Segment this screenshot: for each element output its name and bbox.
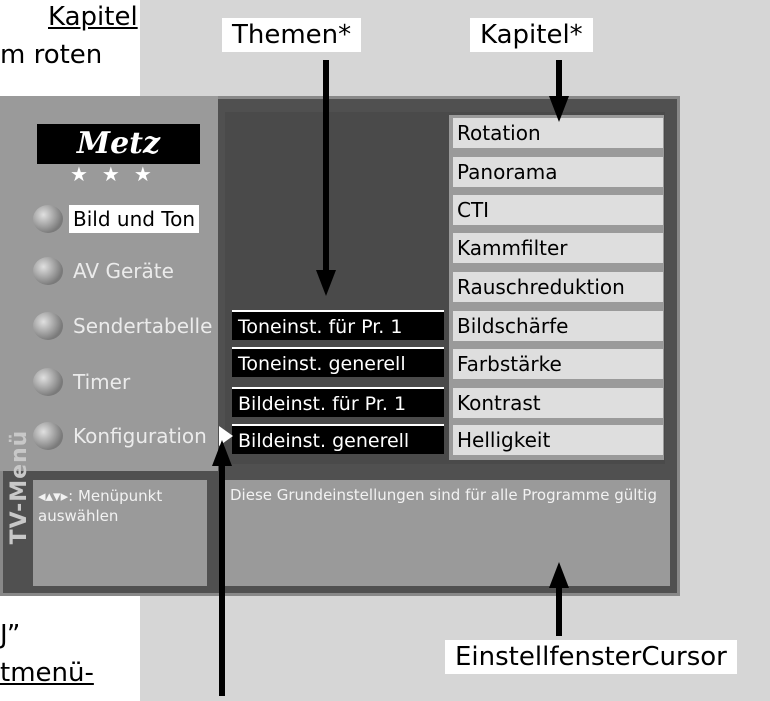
callout-bottom-partial-1: J” <box>0 620 21 650</box>
stars-icon: ★★★ <box>70 162 166 186</box>
themen-arrow-shaft <box>323 60 329 275</box>
help-box <box>33 480 207 586</box>
help-label: : Menüpunkt auswählen <box>38 487 163 525</box>
ball-icon <box>33 205 63 233</box>
kapitel-arrow-shaft <box>556 60 562 100</box>
chapter-rotation[interactable]: Rotation <box>453 118 663 148</box>
menu-item-sendertabelle[interactable]: Sendertabelle <box>33 308 216 344</box>
menu-item-bild-und-ton[interactable]: Bild und Ton <box>33 201 200 237</box>
callout-area-top-left <box>0 0 140 100</box>
topic-toneinst-generell[interactable]: Toneinst. generell <box>232 347 444 377</box>
themen-arrow-head <box>316 270 336 296</box>
menu-item-konfiguration[interactable]: Konfiguration <box>33 418 211 454</box>
chapter-cti[interactable]: CTI <box>453 195 663 225</box>
callout-kapitel-partial: Kapitel <box>48 2 138 32</box>
callout-bottom-partial-2: tmenü- <box>0 658 94 688</box>
topic-bildeinst-pr1[interactable]: Bildeinst. für Pr. 1 <box>232 387 444 417</box>
callout-themen: Themen* <box>222 18 362 52</box>
menu-item-av-geraete[interactable]: AV Geräte <box>33 253 178 289</box>
metz-logo: Metz <box>37 124 200 164</box>
cursor-arrow-shaft <box>219 464 225 696</box>
menu-item-label: Konfiguration <box>73 424 207 448</box>
menu-item-timer[interactable]: Timer <box>33 364 134 400</box>
ball-icon <box>33 312 63 340</box>
topic-toneinst-pr1[interactable]: Toneinst. für Pr. 1 <box>232 310 444 340</box>
chapter-bildschaerfe[interactable]: Bildschärfe <box>453 311 663 341</box>
chapter-panorama[interactable]: Panorama <box>453 157 663 187</box>
arrow-keys-icon: ◂▴▾▸ <box>38 487 69 505</box>
callout-kapitel: Kapitel* <box>470 18 593 52</box>
ball-icon <box>33 257 63 285</box>
callout-roten-partial: m roten <box>0 40 103 70</box>
menu-item-label: AV Geräte <box>73 259 174 283</box>
ball-icon <box>33 422 63 450</box>
chapter-farbstaerke[interactable]: Farbstärke <box>453 349 663 379</box>
menu-item-label: Timer <box>73 370 131 394</box>
chapter-helligkeit[interactable]: Helligkeit <box>453 425 663 455</box>
einstellfenster-arrow-head <box>549 562 569 588</box>
menu-item-label: Bild und Ton <box>69 205 200 233</box>
ball-icon <box>33 368 63 396</box>
einstellfenster-arrow-shaft <box>556 586 562 636</box>
topic-bildeinst-generell[interactable]: Bildeinst. generell <box>232 424 444 454</box>
callout-einstellfenster: EinstellfensterCursor <box>445 640 737 674</box>
info-box <box>225 480 670 586</box>
info-text: Diese Grundeinstellungen sind für alle P… <box>230 486 657 504</box>
cursor-arrow-head <box>212 440 232 466</box>
kapitel-arrow-head <box>549 96 569 122</box>
callout-area-bottom-left <box>0 596 140 701</box>
menu-item-label: Sendertabelle <box>73 314 213 338</box>
chapter-kammfilter[interactable]: Kammfilter <box>453 233 663 263</box>
chapter-rauschreduktion[interactable]: Rauschreduktion <box>453 272 663 302</box>
help-text: ◂▴▾▸: Menüpunkt auswählen <box>38 486 206 526</box>
chapter-kontrast[interactable]: Kontrast <box>453 388 663 418</box>
